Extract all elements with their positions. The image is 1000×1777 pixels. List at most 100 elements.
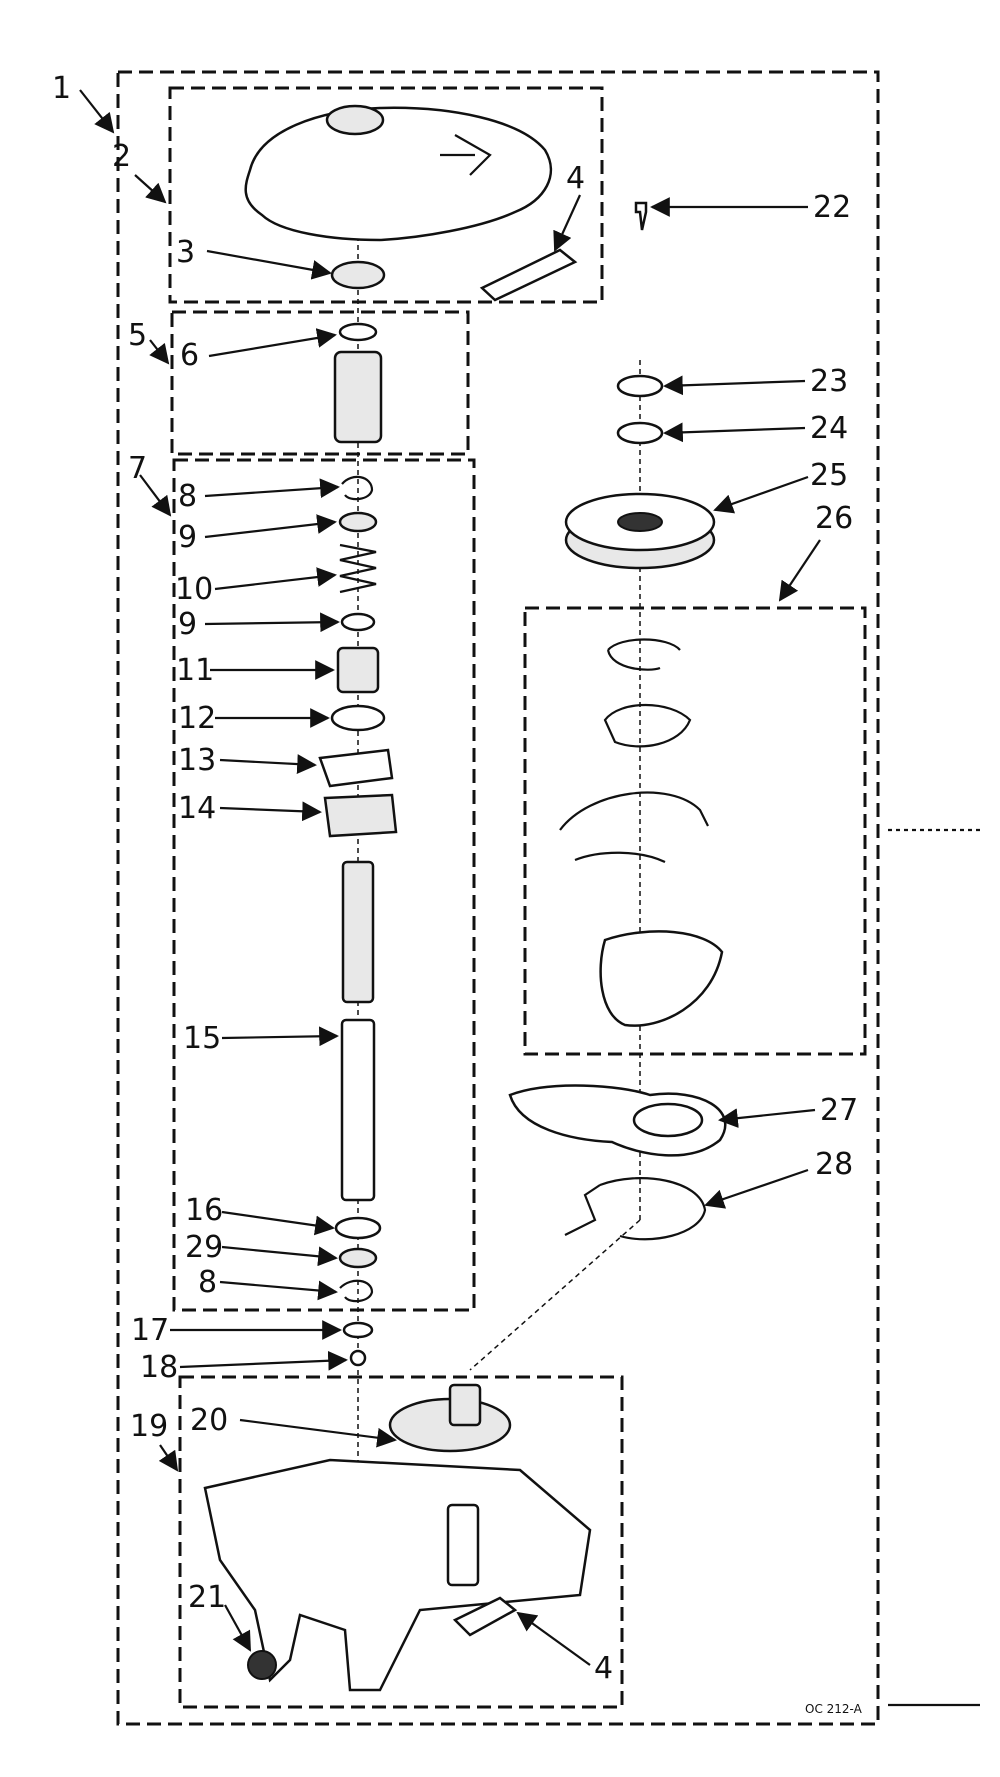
cover-subassembly-box [168,86,604,304]
callout-13: 13 [178,743,216,778]
clip-part-8b [339,1279,374,1303]
spring-clip-part-28 [564,1177,707,1241]
callout-4a: 4 [566,161,585,196]
gearcase-base-part [203,1383,592,1692]
leader-20 [239,1418,397,1448]
shifter-hole [632,1102,704,1138]
callout-24: 24 [810,411,848,446]
leader-6 [208,328,337,358]
leader-9b [204,612,340,633]
gearcase-cover-part [244,104,553,242]
leader-15 [221,1026,339,1047]
clutch-subassembly-box [523,606,867,1056]
callout-17: 17 [131,1313,169,1348]
callout-9b: 9 [178,607,197,642]
dog-part-14 [323,793,398,838]
callout-5: 5 [128,318,147,353]
callout-1: 1 [52,71,71,106]
callout-18: 18 [140,1350,178,1385]
callout-12: 12 [178,701,216,736]
leader-19 [158,1444,179,1472]
leader-28 [704,1168,809,1209]
leader-9a [204,514,337,539]
band-part-upper [606,638,681,671]
leader-27 [718,1108,816,1128]
drawing-code: OC 212-A [805,1702,863,1716]
callout-11: 11 [176,653,214,688]
agitator-shaft-part [340,1018,376,1202]
washer-part-29 [338,1247,378,1269]
leader-4b [516,1611,591,1666]
washer-part-23 [616,374,664,398]
callout-4b: 4 [594,1651,613,1686]
washer-part-24 [616,421,664,445]
callout-10: 10 [175,572,213,607]
pinion-subassembly-box [170,310,470,456]
callout-9a: 9 [178,520,197,555]
leader-7 [139,474,172,517]
callout-15: 15 [183,1021,221,1056]
washer-part-17 [342,1321,374,1339]
band-part-lower [603,704,692,748]
shaft-subassembly-box [172,458,476,1312]
leader-4a [553,194,582,252]
callout-3: 3 [176,235,195,270]
callout-2: 2 [112,139,131,174]
callout-16: 16 [185,1193,223,1228]
bearing-part-16 [334,1216,382,1240]
base-subassembly-box [178,1375,624,1709]
grease-tube-top [479,248,578,302]
leader-13 [219,754,317,774]
callout-19: 19 [130,1409,168,1444]
leader-2 [134,174,167,204]
washer-part-9a [338,511,378,533]
callout-8a: 8 [178,479,197,514]
callout-29: 29 [185,1230,223,1265]
callout-22: 22 [813,190,851,225]
ring-part-12 [330,704,386,732]
leader-25 [713,475,809,514]
callout-6: 6 [180,338,199,373]
leader-24 [663,422,806,443]
leader-8b [219,1280,338,1301]
cam-part-13 [318,748,394,788]
callout-20: 20 [190,1403,228,1438]
grease-tube-bottom [452,1596,518,1637]
connection-line [469,1219,641,1371]
spline-shaft-part [341,860,375,1004]
brake-shoe-part [559,791,709,863]
seal-part [330,260,386,290]
callout-28: 28 [815,1147,853,1182]
nut-part-21 [247,1650,277,1680]
clip-part-8a [341,475,374,501]
main-gear-part-25 [564,492,716,570]
washer-part-9b [340,612,376,632]
leader-5 [149,339,170,365]
leader-16 [221,1210,335,1236]
leader-14 [219,801,322,822]
leader-3 [206,249,332,280]
clutch-plate-part [599,930,724,1027]
leader-8a [204,478,340,499]
callout-14: 14 [178,791,216,826]
driven-gear-part [336,646,380,694]
leader-21 [224,1604,251,1652]
callout-8b: 8 [198,1265,217,1300]
callout-21: 21 [188,1580,226,1615]
pinion-gear-part [333,350,383,444]
assembly-outline-box [116,70,880,1726]
leader-29 [221,1245,338,1267]
callout-7: 7 [128,451,147,486]
washer-part-6 [338,322,378,342]
leader-18 [179,1350,348,1371]
screw-part [634,201,648,231]
callout-23: 23 [810,364,848,399]
ball-part-18 [349,1349,367,1367]
leader-10 [214,567,337,591]
leader-1 [79,89,115,134]
callout-26: 26 [815,501,853,536]
leader-26 [778,539,821,602]
callout-25: 25 [810,458,848,493]
leader-23 [663,375,806,396]
